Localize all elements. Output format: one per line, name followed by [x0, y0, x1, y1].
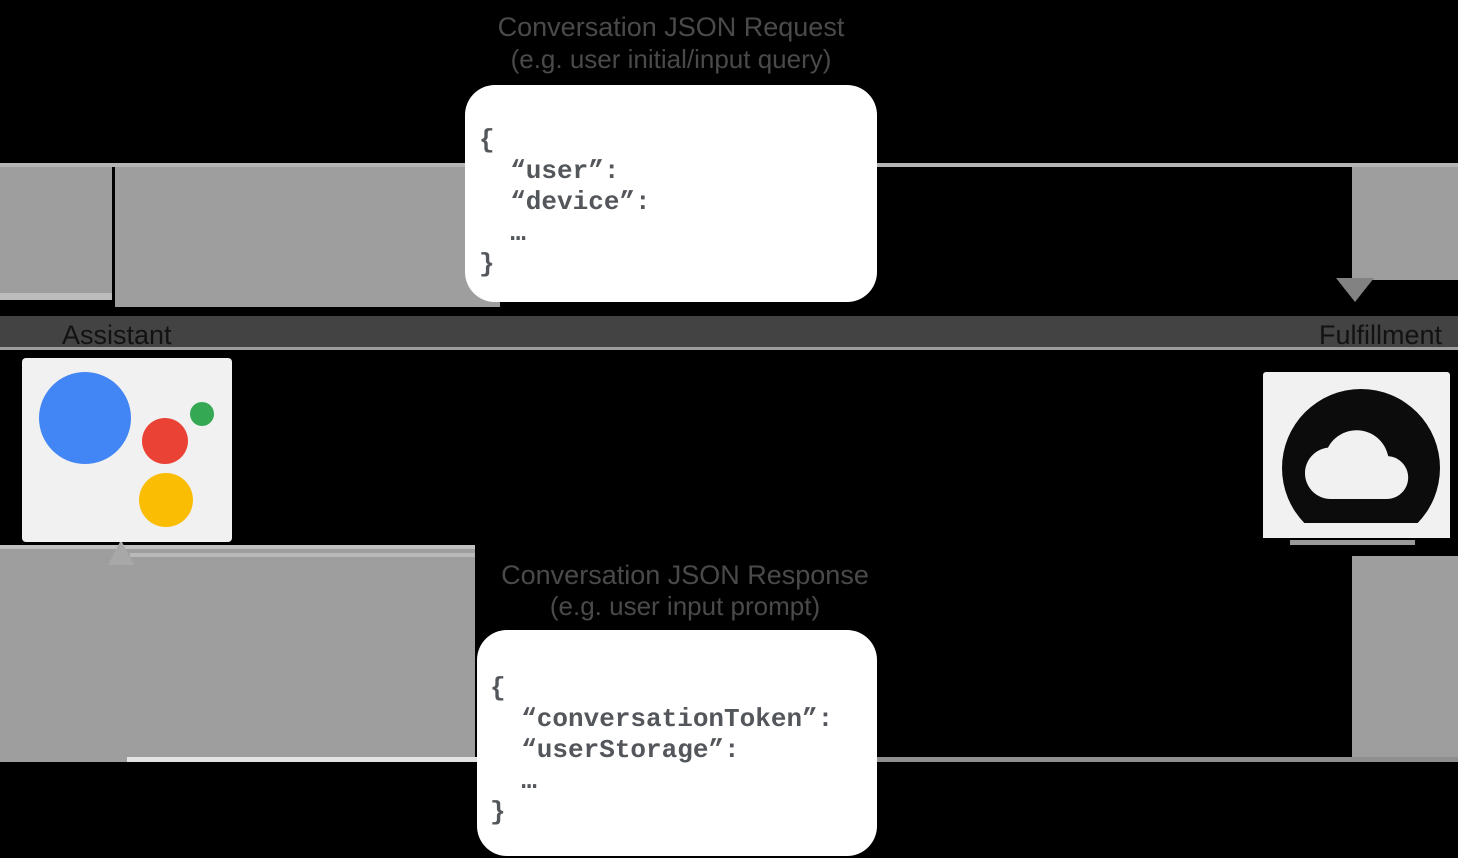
request-arrow-band-left: [0, 163, 112, 300]
response-json-box: { “conversationToken”: “userStorage”: … …: [477, 630, 877, 856]
response-arrow-band-right: [1352, 556, 1458, 757]
json-line: }: [479, 249, 495, 279]
response-arrowhead-up-icon: [108, 540, 134, 565]
response-caption-title: Conversation JSON Response: [501, 560, 869, 590]
assistant-card: [22, 358, 232, 542]
fulfillment-card-shadow: [1290, 540, 1415, 545]
assistant-label: Assistant: [62, 320, 172, 350]
json-line: “user”:: [479, 156, 620, 186]
json-line: {: [479, 125, 495, 155]
response-caption-subtitle: (e.g. user input prompt): [549, 591, 821, 621]
request-caption-subtitle: (e.g. user initial/input query): [510, 44, 832, 74]
assistant-logo-green-dot: [190, 402, 214, 426]
request-arrow-band-right: [1352, 167, 1458, 280]
assistant-logo-yellow-dot: [139, 473, 193, 527]
request-caption-title: Conversation JSON Request: [497, 12, 845, 42]
fulfillment-card: [1263, 372, 1450, 547]
json-line: “conversationToken”:: [490, 704, 834, 734]
request-arrow-band-mid: [115, 167, 500, 307]
fulfillment-label: Fulfillment: [1318, 320, 1442, 350]
response-arrow-band-left: [0, 545, 475, 762]
json-line: …: [479, 218, 526, 248]
cloud-icon: [1263, 389, 1450, 547]
request-band-bottom-edge: [0, 293, 112, 300]
json-line: …: [490, 766, 537, 796]
assistant-logo-blue-dot: [39, 372, 131, 464]
response-band-top-edge: [0, 545, 475, 549]
request-arrowhead-down-icon: [1336, 278, 1374, 302]
assistant-logo-red-dot: [142, 418, 188, 464]
request-json-box: { “user”: “device”: … }: [465, 85, 877, 302]
json-line: “userStorage”:: [490, 735, 740, 765]
json-line: }: [490, 797, 506, 827]
json-line: “device”:: [479, 187, 651, 217]
response-band-inner-edge: [130, 553, 475, 557]
node-label-band: [0, 316, 1458, 350]
json-line: {: [490, 673, 506, 703]
response-arrow-line-left: [127, 757, 477, 762]
response-arrow-line-right: [877, 757, 1458, 762]
